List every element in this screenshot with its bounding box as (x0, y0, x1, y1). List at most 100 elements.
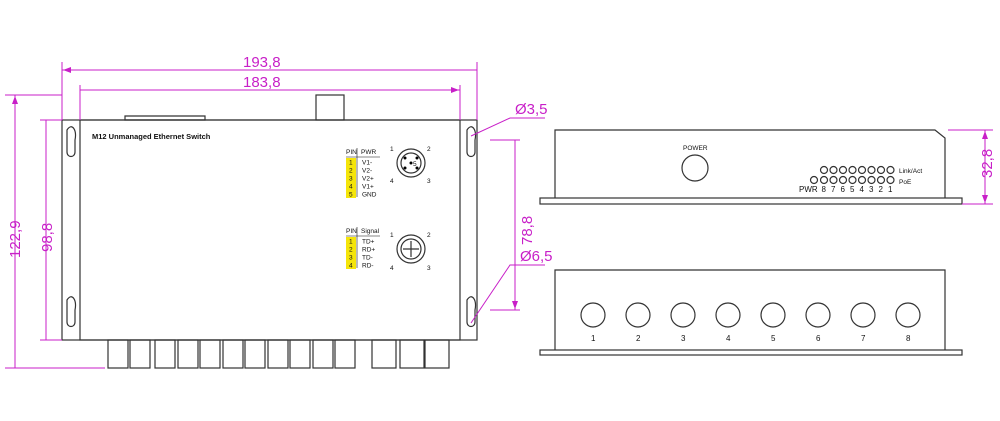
dim-front-height: 32,8 (979, 149, 996, 178)
pin-number: 2 (349, 168, 353, 175)
poe-led (886, 175, 895, 185)
poe-led (867, 175, 876, 185)
led-label: 2 (879, 185, 884, 194)
port-label: 5 (771, 334, 776, 343)
table-header: Signal (361, 228, 380, 235)
link-led (838, 165, 848, 175)
poe-led (857, 175, 867, 185)
dim-small-hole: Ø3,5 (515, 101, 548, 118)
dim-mount-width: 183,8 (243, 74, 281, 91)
link-led (819, 165, 829, 175)
poe-led (819, 175, 829, 185)
table-header: PIN (346, 149, 357, 156)
ethernet-connector (289, 339, 311, 369)
power-button (681, 154, 709, 182)
pin-number: 1 (349, 160, 353, 167)
pin-1-label: 1 (390, 146, 394, 153)
link-led (857, 165, 867, 175)
dim-overall-height: 122,9 (7, 220, 24, 258)
table-header: PWR (361, 149, 376, 156)
pin-function: V2- (362, 168, 372, 175)
ethernet-connector (312, 339, 334, 369)
link-led (867, 165, 876, 175)
pin-function: TD- (362, 255, 373, 262)
pin-2-label: 2 (427, 146, 431, 153)
pin-number: 5 (349, 192, 353, 199)
link-act-label: Link/Act (899, 168, 922, 175)
pin-function: GND (362, 192, 377, 199)
ethernet-connector (244, 339, 266, 369)
ethernet-connector (177, 339, 199, 369)
led-label: 1 (888, 185, 893, 194)
pin-number: 1 (349, 239, 353, 246)
led-label: 7 (831, 185, 836, 194)
ethernet-connector (267, 339, 289, 369)
link-led (848, 165, 857, 175)
port-label: 1 (591, 334, 596, 343)
poe-led (809, 175, 819, 185)
m12-connector (399, 339, 425, 369)
m12-connector (371, 339, 397, 369)
poe-led (876, 175, 886, 185)
pin-5-label: 5 (413, 161, 417, 168)
dim-hole-spacing: 78,8 (519, 216, 536, 245)
port-4 (715, 302, 741, 328)
port-label: 6 (816, 334, 821, 343)
poe-led (829, 175, 838, 185)
port-3 (670, 302, 696, 328)
m12-connector (424, 339, 450, 369)
port-2 (625, 302, 651, 328)
dim-overall-width: 193,8 (243, 54, 281, 71)
pwr-connector-icon: 1 2 4 3 5 (390, 146, 431, 185)
link-led (876, 165, 886, 175)
dim-large-hole: Ø6,5 (520, 248, 553, 265)
led-label: PWR (799, 185, 818, 194)
pin-3-label: 3 (427, 178, 431, 185)
signal-connector-icon: 1 2 4 3 (390, 232, 431, 272)
port-label: 7 (861, 334, 866, 343)
port-label: 8 (906, 334, 911, 343)
pin-2-label: 2 (427, 232, 431, 239)
led-label: 3 (869, 185, 874, 194)
pin-number: 4 (349, 263, 353, 270)
pin-function: TD+ (362, 239, 375, 246)
pin-number: 2 (349, 247, 353, 254)
port-7 (850, 302, 876, 328)
pin-4-label: 4 (390, 178, 394, 185)
port-label: 3 (681, 334, 686, 343)
pin-function: RD+ (362, 247, 375, 254)
pin-number: 3 (349, 176, 353, 183)
ethernet-connector (222, 339, 244, 369)
pin-number: 4 (349, 184, 353, 191)
ethernet-connector (199, 339, 221, 369)
pin-number: 3 (349, 255, 353, 262)
pin-4-label: 4 (390, 265, 394, 272)
table-header: PIN (346, 228, 357, 235)
led-label: 8 (822, 185, 827, 194)
pin-function: V1- (362, 160, 372, 167)
pin-function: RD- (362, 263, 374, 270)
poe-label: PoE (899, 179, 912, 186)
signal-pin-table: PIN Signal 1 TD+ 2 RD+ 3 TD- 4 RD- (346, 227, 380, 270)
port-8 (895, 302, 921, 328)
pin-function: V1+ (362, 184, 374, 191)
link-led (829, 165, 838, 175)
pin-1-label: 1 (390, 232, 394, 239)
pin-function: V2+ (362, 176, 374, 183)
dim-body-height: 98,8 (39, 223, 56, 252)
ethernet-connector (334, 339, 356, 369)
ethernet-connector (154, 339, 176, 369)
port-1 (580, 302, 606, 328)
device-title: M12 Unmanaged Ethernet Switch (92, 132, 211, 141)
pin-3-label: 3 (427, 265, 431, 272)
port-label: 4 (726, 334, 731, 343)
led-label: 5 (850, 185, 855, 194)
port-5 (760, 302, 786, 328)
poe-led (848, 175, 857, 185)
port-6 (805, 302, 831, 328)
led-label: 4 (860, 185, 865, 194)
